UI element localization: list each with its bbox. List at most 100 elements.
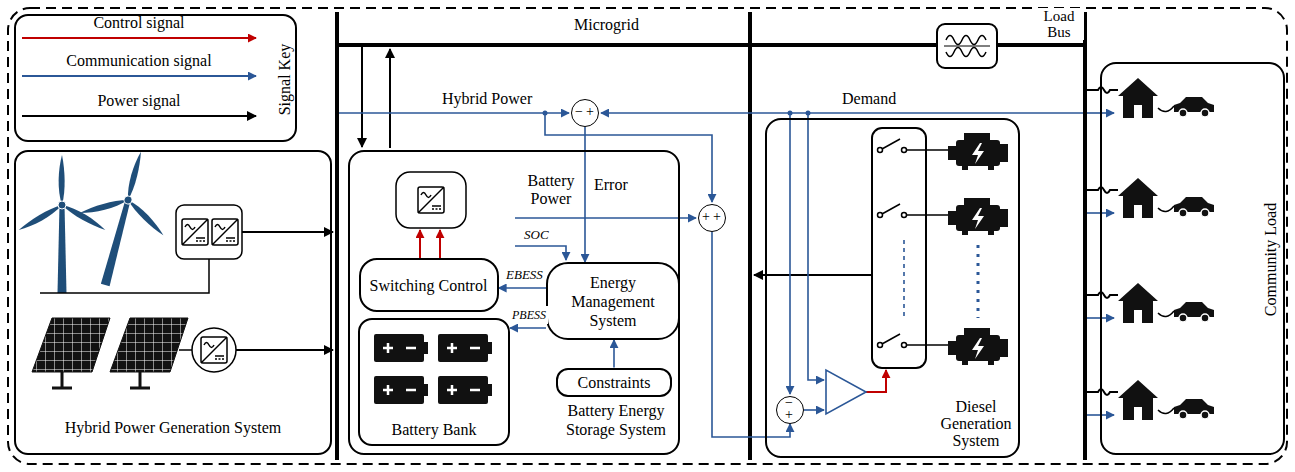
solar-panel-icon bbox=[110, 318, 188, 372]
summing-junction: ++ bbox=[698, 204, 726, 232]
converter-icon bbox=[176, 205, 242, 259]
car-icon bbox=[1158, 106, 1174, 414]
transformer-icon bbox=[937, 24, 997, 68]
summing-junction: −+ bbox=[571, 99, 599, 127]
car-icon bbox=[1174, 302, 1214, 322]
wind-turbine-icon bbox=[40, 259, 209, 293]
communication-wire bbox=[515, 246, 566, 260]
bus-bar bbox=[337, 12, 1085, 460]
switch-bank bbox=[878, 204, 949, 218]
car-icon bbox=[1174, 399, 1214, 419]
diesel-system-box: Diesel Generation System −+ bbox=[765, 118, 1020, 458]
generation-system-box: Hybrid Power Generation System bbox=[14, 150, 332, 455]
power-wire bbox=[1087, 389, 1118, 395]
car-icon bbox=[1158, 97, 1214, 419]
house-icon bbox=[1118, 178, 1158, 218]
box-label: Battery Energy Storage System bbox=[556, 401, 676, 439]
junction-dot bbox=[806, 111, 811, 116]
power-wire bbox=[242, 231, 333, 233]
ems-box: Energy Management System bbox=[546, 262, 680, 340]
region-label: Microgrid bbox=[572, 16, 641, 34]
diesel-engine-icon bbox=[977, 245, 980, 318]
junction-sign: + bbox=[711, 209, 723, 225]
bus-bar bbox=[337, 43, 937, 47]
legend-samples bbox=[22, 38, 256, 116]
switch-bank bbox=[872, 128, 926, 368]
converter-icon bbox=[212, 219, 238, 245]
box-label: Constraints bbox=[575, 373, 654, 392]
house-icon bbox=[1118, 283, 1158, 323]
car-icon bbox=[1174, 97, 1214, 117]
house-icon bbox=[1118, 380, 1158, 420]
power-wire bbox=[389, 49, 391, 148]
house-icon bbox=[1118, 78, 1158, 118]
solar-panel-icon bbox=[32, 318, 110, 372]
signal-name: Battery Power bbox=[522, 172, 580, 208]
control-box: Switching Control bbox=[359, 258, 499, 312]
signal-name: PBESS bbox=[510, 306, 548, 324]
house-icon bbox=[1118, 78, 1158, 420]
connector-group bbox=[499, 127, 791, 437]
box-label: Hybrid Power Generation System bbox=[16, 418, 330, 437]
transformer-icon bbox=[946, 48, 986, 57]
communication-wire bbox=[339, 113, 1114, 415]
communication-wire bbox=[789, 113, 791, 394]
signal-key-box: Signal Key bbox=[14, 14, 297, 142]
diesel-engine-icon bbox=[948, 198, 1008, 235]
converter-icon bbox=[182, 219, 208, 245]
legend-label: Control signal bbox=[24, 14, 254, 32]
diesel-engine-icon bbox=[948, 133, 1008, 365]
amplifier-symbol bbox=[826, 370, 866, 414]
wind-turbine-icon bbox=[17, 155, 107, 293]
box-label: Switching Control bbox=[367, 276, 491, 295]
battery-icon bbox=[438, 334, 492, 362]
wind-turbine-icon bbox=[62, 140, 184, 296]
signal-connector bbox=[584, 127, 586, 262]
control-wire bbox=[866, 370, 886, 392]
junction-sign: + bbox=[584, 104, 596, 120]
switch-bank bbox=[878, 139, 949, 153]
junction-sign: − bbox=[573, 104, 585, 120]
junction-dot bbox=[543, 111, 548, 116]
switch-bank bbox=[872, 128, 948, 368]
bus-bar bbox=[748, 12, 752, 460]
power-wire bbox=[1087, 87, 1118, 93]
battery-bank-box: Battery Bank bbox=[358, 318, 510, 446]
signal-name: SOC bbox=[522, 226, 551, 244]
legend-line-sample bbox=[22, 37, 256, 39]
signal-name: Error bbox=[592, 176, 630, 194]
battery-icon bbox=[374, 376, 428, 404]
signal-name: EBESS bbox=[504, 266, 545, 284]
switch-bank bbox=[878, 334, 949, 348]
control-wire bbox=[439, 230, 441, 258]
transformer-icon bbox=[944, 46, 990, 47]
legend-line-sample bbox=[22, 75, 256, 77]
power-wire bbox=[1087, 292, 1118, 298]
signal-name: Hybrid Power bbox=[440, 90, 534, 108]
solar-panel-icon bbox=[201, 337, 227, 363]
box-label: Battery Bank bbox=[360, 420, 508, 439]
storage-system-box: Battery Energy Storage System Switching C… bbox=[348, 150, 680, 455]
microgrid-boundary bbox=[8, 8, 1287, 464]
transformer-icon bbox=[946, 36, 986, 45]
power-wire bbox=[236, 349, 333, 351]
summing-junction: −+ bbox=[776, 396, 804, 424]
box-label: Community Load bbox=[1261, 195, 1280, 325]
communication-wire bbox=[601, 112, 1083, 114]
transformer-icon bbox=[937, 24, 997, 68]
battery-inverter-icon bbox=[418, 187, 444, 213]
battery-inverter-icon bbox=[396, 172, 466, 228]
signal-connector bbox=[510, 327, 546, 329]
signal-connector bbox=[712, 232, 790, 437]
battery-inverter-icon bbox=[396, 172, 466, 228]
community-load-box: Community Load bbox=[1100, 62, 1285, 455]
solar-panel-icon bbox=[179, 349, 192, 351]
box-label: Diesel Generation System bbox=[933, 398, 1019, 449]
box-label: Signal Key bbox=[275, 35, 294, 125]
junction-sign: + bbox=[700, 209, 712, 225]
battery-icon bbox=[374, 334, 492, 404]
communication-wire bbox=[808, 113, 824, 380]
converter-icon bbox=[176, 205, 242, 259]
battery-icon bbox=[374, 334, 428, 362]
